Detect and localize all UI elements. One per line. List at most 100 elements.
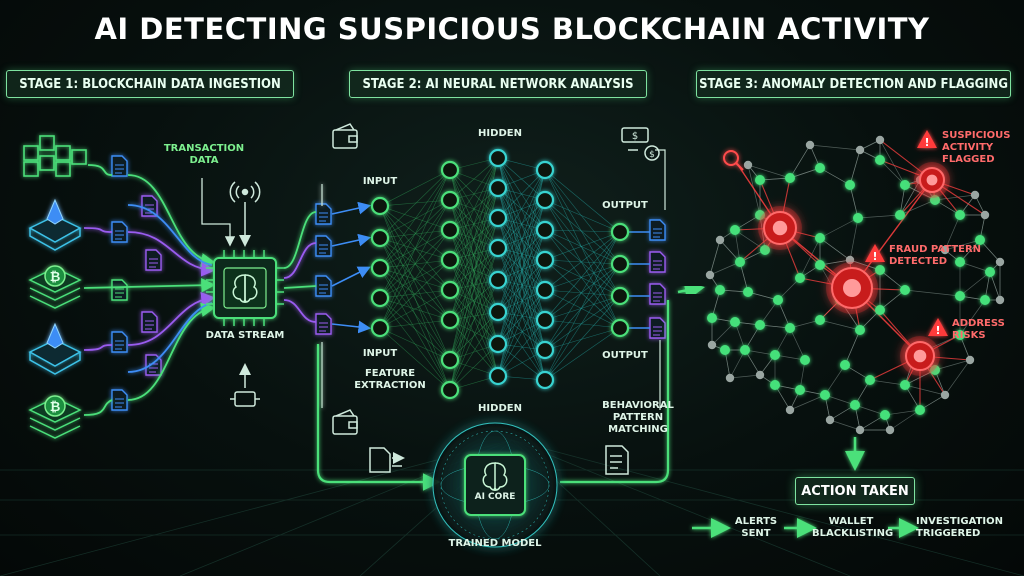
graph-node-neutral — [965, 355, 975, 365]
nn-edge — [449, 157, 499, 231]
nn-node — [488, 178, 508, 198]
graph-edge — [879, 139, 906, 186]
nn-edge — [449, 157, 499, 261]
graph-node-neutral — [995, 257, 1005, 267]
nn-edge — [497, 289, 546, 377]
nn-node — [535, 370, 555, 390]
output-document-icon — [649, 251, 666, 273]
graph-node — [900, 380, 910, 390]
nn-edge — [544, 327, 621, 381]
graph-edge — [729, 349, 746, 379]
nn-edge — [544, 231, 621, 381]
flagged-node — [914, 162, 950, 198]
nn-edge — [379, 205, 451, 231]
nn-edge — [544, 229, 621, 233]
graph-edge — [884, 409, 921, 416]
graph-edge — [711, 321, 736, 346]
nn-edge — [497, 169, 546, 249]
graph-edge — [759, 299, 779, 326]
graph-edge — [849, 259, 881, 271]
nn-edge — [544, 327, 621, 351]
nn-edge — [544, 231, 621, 291]
nn-node — [488, 148, 508, 168]
warning-triangle-icon-3: ! — [928, 318, 948, 337]
graph-edge — [879, 269, 906, 291]
graph-edge — [934, 194, 976, 201]
nn-edge — [449, 279, 499, 321]
nn-node — [488, 208, 508, 228]
graph-node — [730, 317, 740, 327]
nn-node — [370, 288, 390, 308]
graph-edge — [819, 259, 851, 266]
nn-node — [370, 228, 390, 248]
nn-node — [440, 160, 460, 180]
graph-edge — [899, 199, 936, 216]
graph-node-neutral — [940, 245, 950, 255]
action-arrows — [692, 437, 919, 538]
nn-edge — [497, 247, 546, 381]
hidden-label-top: HIDDEN — [478, 128, 522, 139]
input-label-top: INPUT — [362, 176, 398, 187]
graph-edge — [959, 271, 991, 297]
graph-edge — [824, 364, 846, 396]
nn-edge — [449, 289, 499, 377]
graph-node — [770, 350, 780, 360]
nn-edge — [497, 199, 546, 249]
nn-edge — [497, 259, 546, 377]
nn-edge — [497, 169, 546, 313]
nn-edge — [379, 229, 451, 329]
graph-node — [895, 210, 905, 220]
warning-triangle-icon: ! — [917, 130, 937, 149]
data-stream-chip — [206, 250, 284, 326]
transaction-documents — [111, 155, 666, 411]
input-arrow — [331, 266, 371, 287]
graph-node-neutral — [980, 210, 990, 220]
nn-edge — [497, 289, 546, 345]
graph-node — [815, 233, 825, 243]
svg-text:₿: ₿ — [50, 270, 61, 285]
graph-node — [980, 295, 990, 305]
graph-node — [707, 313, 717, 323]
nn-edge — [497, 279, 546, 321]
nn-edge — [544, 199, 621, 329]
graph-edge — [777, 277, 801, 301]
graph-edge — [709, 239, 721, 276]
graph-node — [853, 213, 863, 223]
graph-edge — [809, 144, 861, 151]
svg-text:$: $ — [649, 150, 655, 160]
nn-node — [488, 238, 508, 258]
nn-edge — [497, 169, 546, 219]
nn-edge — [544, 263, 621, 381]
nn-edge — [379, 237, 451, 361]
graph-node — [845, 180, 855, 190]
graph-edge — [819, 319, 861, 331]
input-document-icon — [315, 235, 332, 257]
graph-edge — [857, 214, 901, 219]
document-icon — [111, 279, 128, 301]
graph-node — [875, 155, 885, 165]
graph-node-neutral — [995, 295, 1005, 305]
nn-edge — [379, 205, 451, 261]
nn-edge — [379, 169, 451, 269]
graph-node — [795, 273, 805, 283]
exchange-doc-icon — [369, 447, 405, 473]
graph-node — [880, 410, 890, 420]
ingestion-flows — [83, 164, 216, 416]
nn-edge — [544, 295, 621, 351]
graph-node-neutral — [743, 160, 753, 170]
graph-node — [875, 305, 885, 315]
nn-edge — [497, 229, 546, 281]
page-title: AI DETECTING SUSPICIOUS BLOCKCHAIN ACTIV… — [94, 12, 930, 46]
source-blocks-icon — [23, 135, 87, 177]
nn-edge — [544, 169, 621, 297]
nn-edge — [379, 199, 451, 329]
nn-node — [488, 302, 508, 322]
nn-node — [488, 366, 508, 386]
flagged-node — [900, 336, 940, 376]
graph-node — [850, 400, 860, 410]
graph-edge — [774, 354, 806, 361]
graph-edge — [789, 327, 806, 361]
flag-fraud-pattern: FRAUD PATTERN DETECTED — [889, 244, 982, 267]
source-ethereum-icon — [28, 198, 82, 251]
graph-node — [800, 355, 810, 365]
